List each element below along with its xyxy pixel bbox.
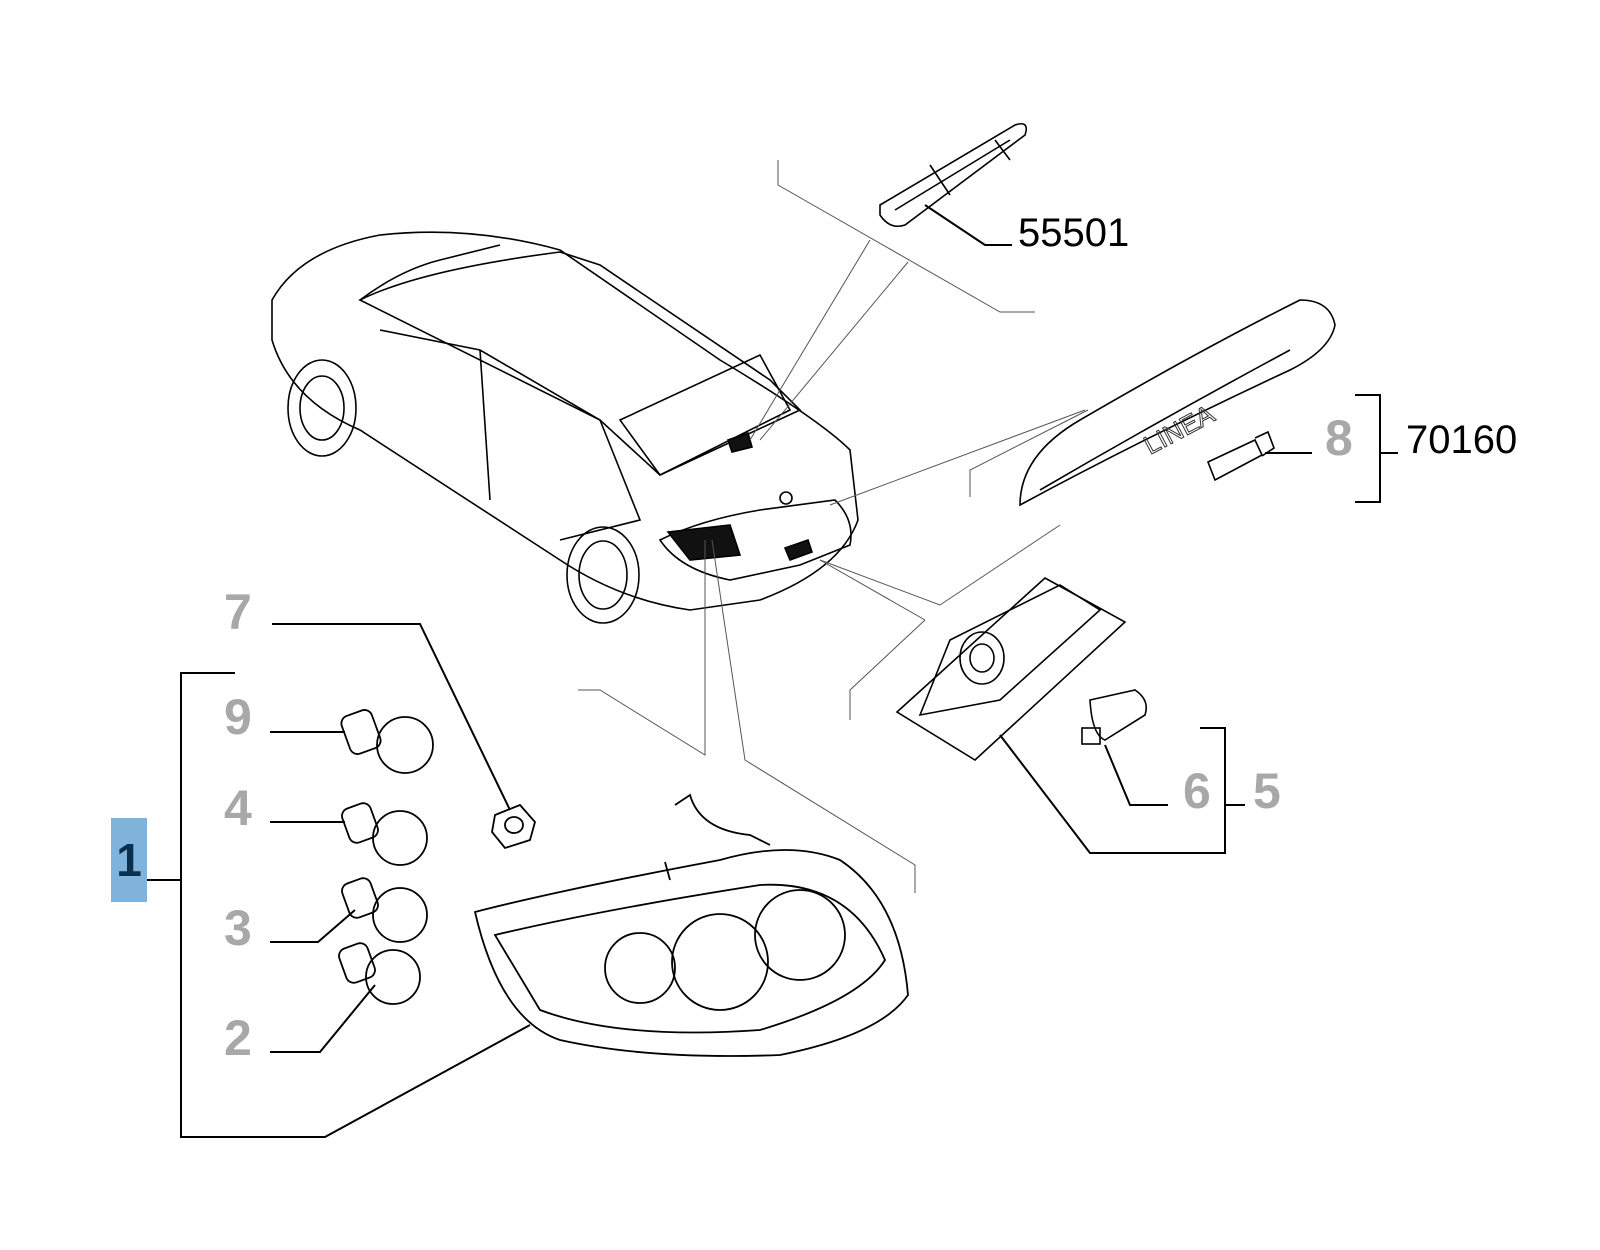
ref-number-2[interactable]: 2: [224, 1010, 252, 1066]
ref-number-8[interactable]: 8: [1325, 410, 1353, 466]
ref-number-5[interactable]: 5: [1253, 763, 1281, 819]
bulb-4-part: [341, 802, 428, 866]
leader-lines: [147, 204, 1398, 1138]
ref-number-9[interactable]: 9: [224, 689, 252, 745]
tail-lamp-part: [473, 793, 909, 1057]
svg-text:LINEA: LINEA: [1139, 398, 1220, 460]
ref-number-1-highlighted[interactable]: 1: [111, 818, 147, 902]
car-illustration: [271, 231, 859, 624]
high-stop-lamp-part: [879, 122, 1028, 228]
ref-number-3[interactable]: 3: [224, 900, 252, 956]
trim-bulb-part: [1206, 430, 1275, 482]
bulb-2-part: [338, 942, 421, 1005]
bulb-9-part: [340, 709, 434, 774]
part-code-55501[interactable]: 55501: [1018, 211, 1130, 255]
trunk-trim-strip-part: LINEA: [1019, 299, 1336, 507]
part-code-70160[interactable]: 70160: [1406, 418, 1518, 462]
ref-number-7[interactable]: 7: [224, 584, 252, 640]
nut-part: [491, 803, 536, 850]
ref-number-6[interactable]: 6: [1183, 763, 1211, 819]
plate-lamp-part: [895, 577, 1148, 761]
bulb-3-part: [341, 877, 428, 943]
ref-number-4[interactable]: 4: [224, 780, 252, 836]
